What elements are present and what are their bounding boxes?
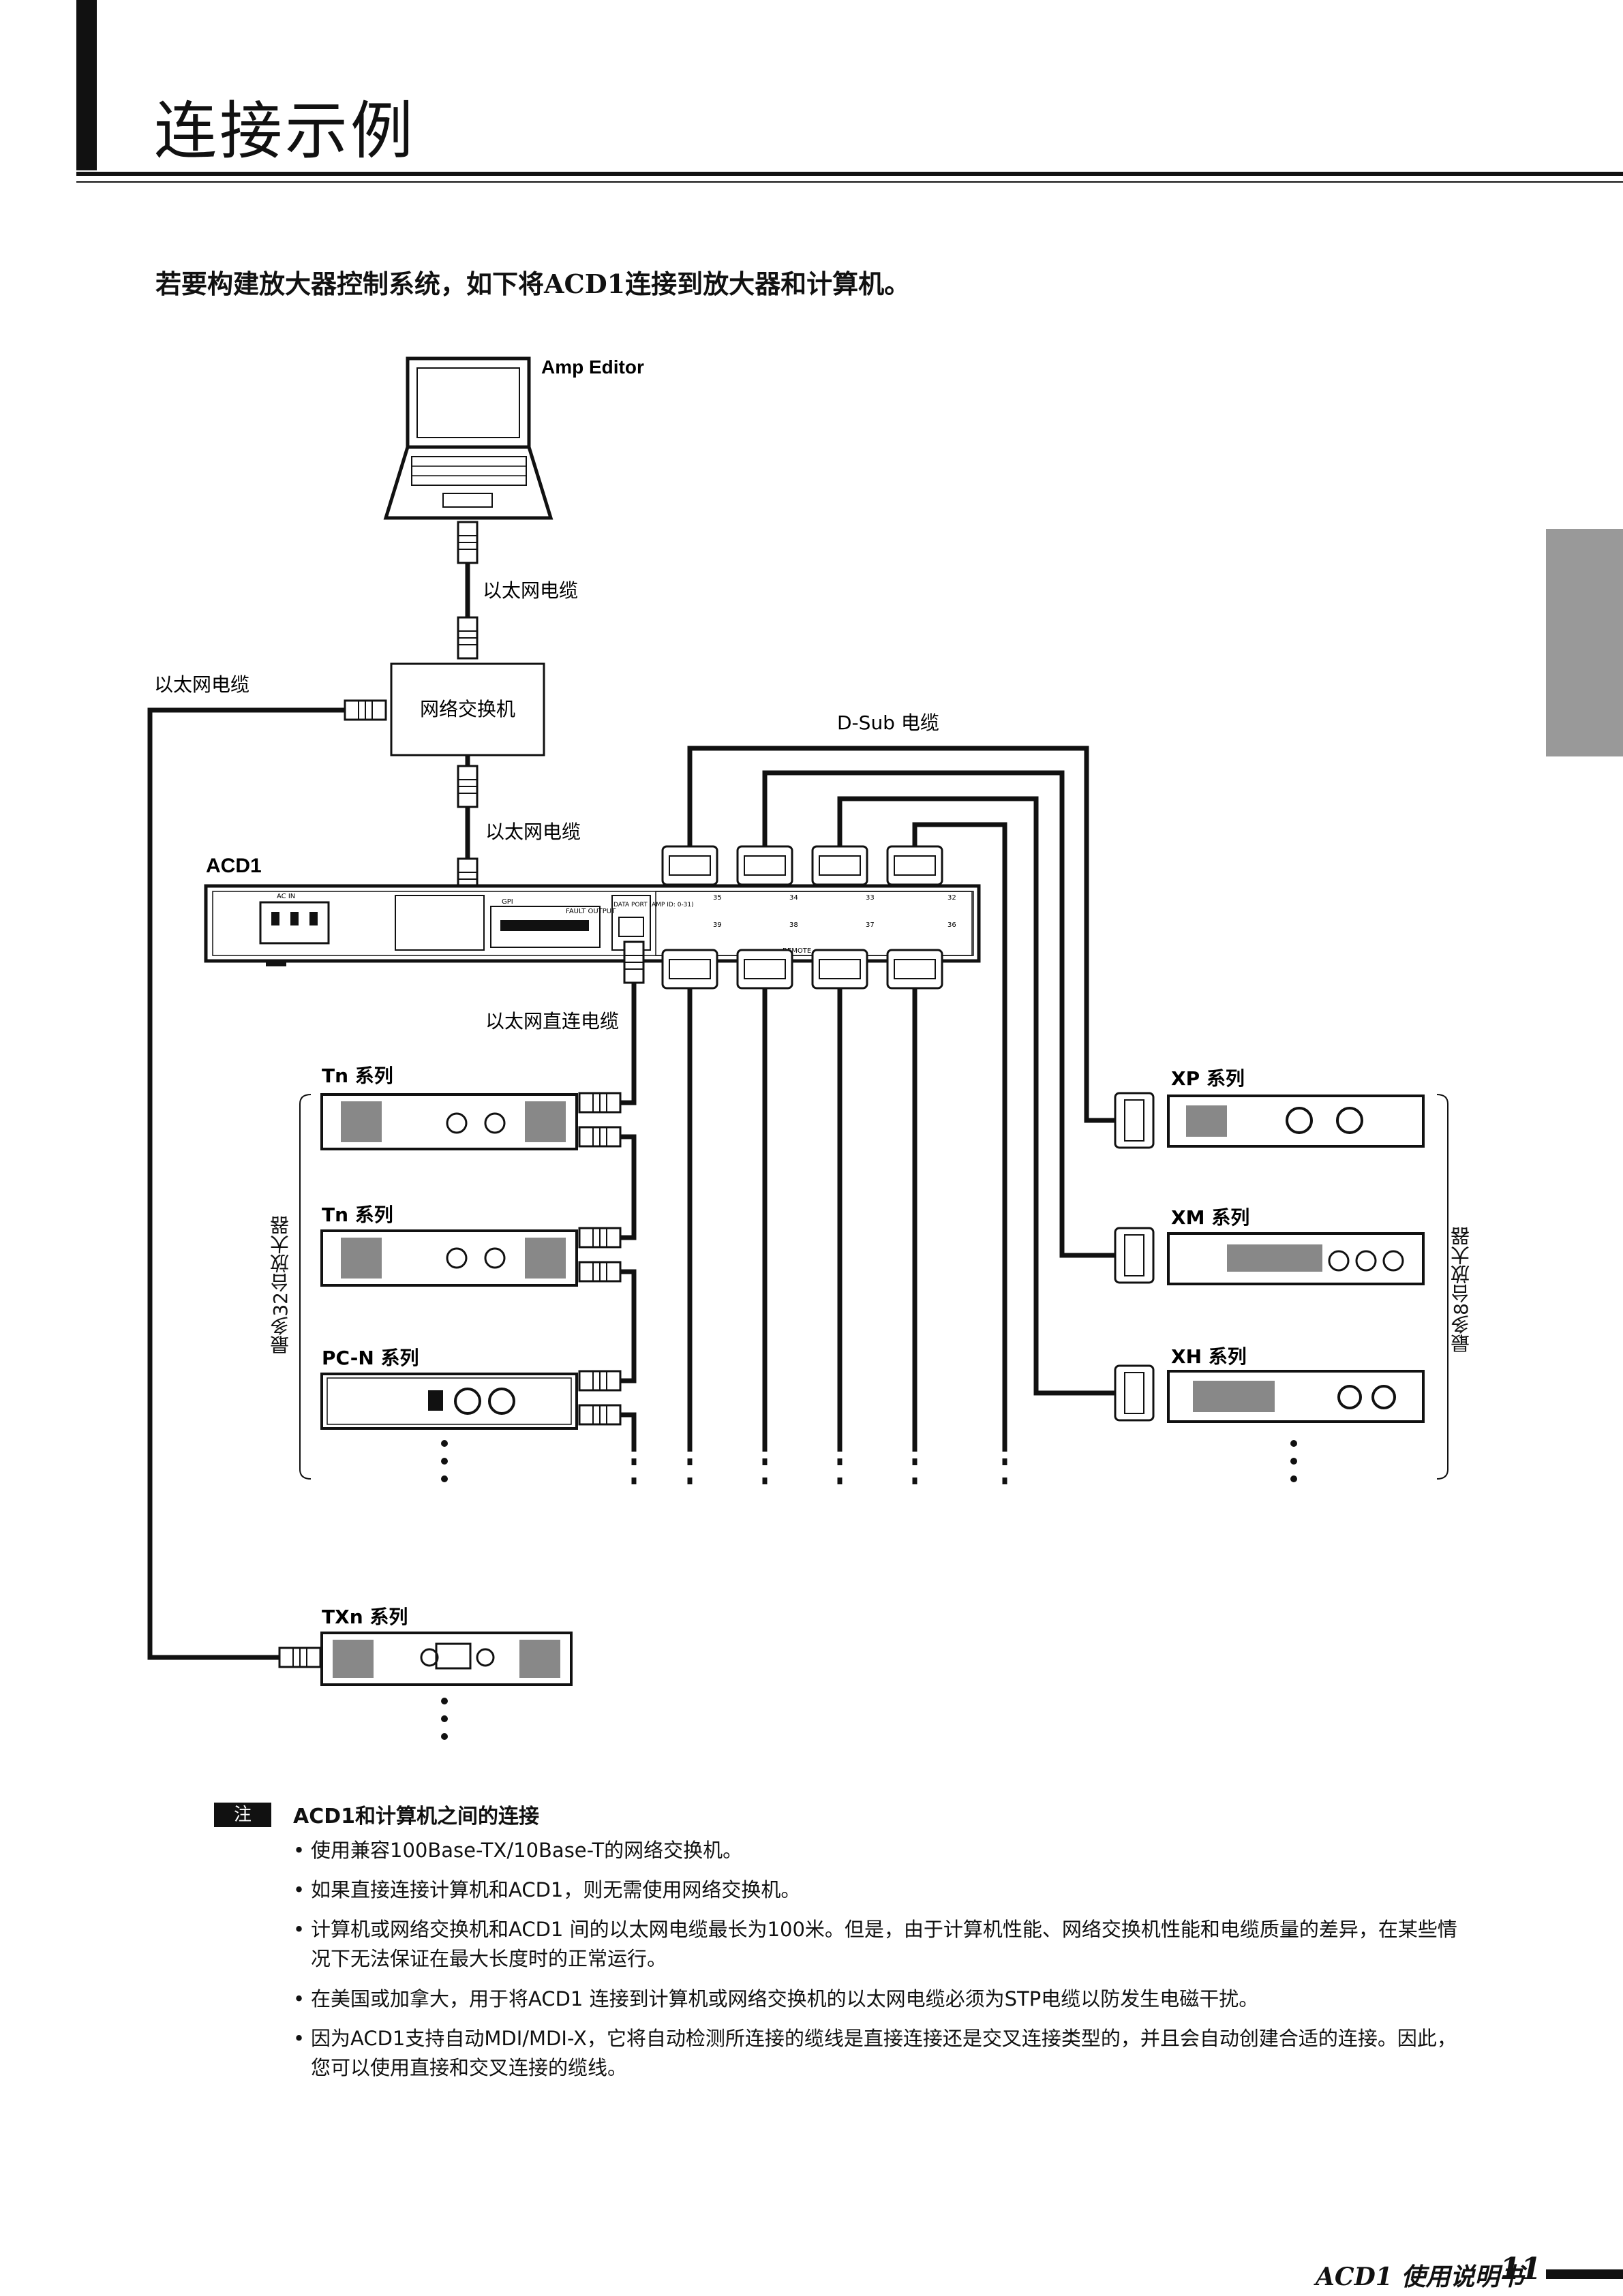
svg-text:36: 36 [947, 921, 956, 929]
note-heading: ACD1和计算机之间的连接 [293, 1805, 540, 1828]
list-item: •如果直接连接计算机和ACD1，则无需使用网络交换机。 [293, 1878, 801, 1901]
laptop-icon [383, 356, 553, 520]
svg-text:33: 33 [866, 894, 875, 902]
svg-text:38: 38 [789, 921, 798, 929]
amplifier-icon [1167, 1232, 1425, 1285]
dsub-connector-icon [736, 845, 793, 886]
rj45-connector-icon [578, 1261, 622, 1283]
footer-bar [1546, 2269, 1623, 2279]
dsub-connector-icon [661, 949, 718, 990]
dsub-connector-icon [1114, 1092, 1155, 1149]
svg-text:AC IN: AC IN [277, 893, 295, 900]
cable-label-mid: 以太网电缆 [485, 821, 581, 843]
tn-series-label-2: Tn 系列 [322, 1204, 393, 1226]
list-item: •在美国或加拿大，用于将ACD1 连接到计算机或网络交换机的以太网电缆必须为ST… [293, 1987, 1259, 2010]
amplifier-icon [320, 1632, 573, 1686]
rj45-connector-icon [578, 1370, 622, 1392]
xp-series-label: XP 系列 [1171, 1067, 1245, 1090]
svg-text:DATA PORT (AMP ID: 0-31): DATA PORT (AMP ID: 0-31) [613, 902, 694, 908]
rj45-connector-icon [457, 521, 479, 564]
amplifier-icon [1167, 1095, 1425, 1148]
svg-text:GPI: GPI [502, 898, 513, 906]
note-badge: 注 [214, 1803, 271, 1827]
footer-manual-label: ACD1 使用说明书 [1316, 2263, 1524, 2291]
rj45-connector-icon [578, 1126, 622, 1148]
rj45-connector-icon [623, 940, 645, 984]
rj45-connector-icon [578, 1227, 622, 1249]
svg-text:39: 39 [713, 921, 722, 929]
xh-series-label: XH 系列 [1171, 1345, 1247, 1368]
amplifier-icon [320, 1093, 578, 1150]
network-switch-label: 网络交换机 [420, 698, 515, 720]
page-number: 11 [1500, 2252, 1542, 2286]
dsub-connector-icon [736, 949, 793, 990]
max-8-amps-label: 最多8台放大器 [1450, 1227, 1472, 1353]
list-item: •使用兼容100Base-TX/10Base-T的网络交换机。 [293, 1839, 743, 1862]
svg-text:34: 34 [789, 894, 798, 902]
acd1-label: ACD1 [206, 855, 262, 877]
amplifier-icon [320, 1229, 578, 1287]
header-rule-thick [76, 172, 1623, 176]
rj45-connector-icon [344, 699, 387, 721]
dsub-connector-icon [811, 949, 868, 990]
txn-series-label: TXn 系列 [322, 1606, 408, 1628]
rj45-connector-icon [578, 1092, 622, 1114]
dsub-connector-icon [886, 949, 943, 990]
svg-text:37: 37 [866, 921, 875, 929]
list-item: •因为ACD1支持自动MDI/MDI-X，它将自动检测所连接的缆线是直接连接还是… [293, 2027, 1457, 2079]
dsub-connector-icon [886, 845, 943, 886]
rj45-connector-icon [578, 1404, 622, 1426]
xm-series-label: XM 系列 [1171, 1206, 1249, 1229]
dsub-connector-icon [1114, 1227, 1155, 1284]
pcn-series-label: PC-N 系列 [322, 1347, 419, 1369]
max-32-amps-label: 最多32台放大器 [269, 1216, 292, 1355]
amplifier-icon [1167, 1370, 1425, 1423]
cable-label-top: 以太网电缆 [483, 579, 578, 602]
page-title: 连接示例 [154, 95, 416, 168]
dsub-connector-icon [1114, 1364, 1155, 1422]
chapter-side-tab [1546, 529, 1623, 756]
amplifier-icon [320, 1373, 578, 1430]
svg-text:REMOTE: REMOTE [783, 947, 811, 955]
svg-text:32: 32 [947, 894, 956, 902]
network-switch-box [390, 662, 545, 756]
rj45-connector-icon [457, 765, 479, 808]
dsub-connector-icon [661, 845, 718, 886]
header-rule-thin [76, 181, 1623, 183]
svg-text:35: 35 [713, 894, 722, 902]
intro-text: 若要构建放大器控制系统，如下将ACD1连接到放大器和计算机。 [155, 269, 911, 299]
tn-series-label-1: Tn 系列 [322, 1065, 393, 1087]
rj45-connector-icon [457, 616, 479, 660]
dsub-connector-icon [811, 845, 868, 886]
cable-label-left: 以太网电缆 [154, 673, 249, 696]
straight-cable-label: 以太网直连电缆 [485, 1010, 619, 1032]
svg-text:FAULT OUTPUT: FAULT OUTPUT [566, 908, 616, 915]
amp-editor-label: Amp Editor [541, 356, 644, 378]
list-item: •计算机或网络交换机和ACD1 间的以太网电缆最长为100米。但是，由于计算机性… [293, 1918, 1457, 1970]
title-bar-accent [76, 0, 97, 170]
acd1-rear-panel: AC IN GPI FAULT OUTPUT DATA PORT (AMP ID… [204, 884, 981, 966]
dsub-cable-label: D-Sub 电缆 [837, 711, 939, 734]
rj45-connector-icon [278, 1647, 322, 1668]
